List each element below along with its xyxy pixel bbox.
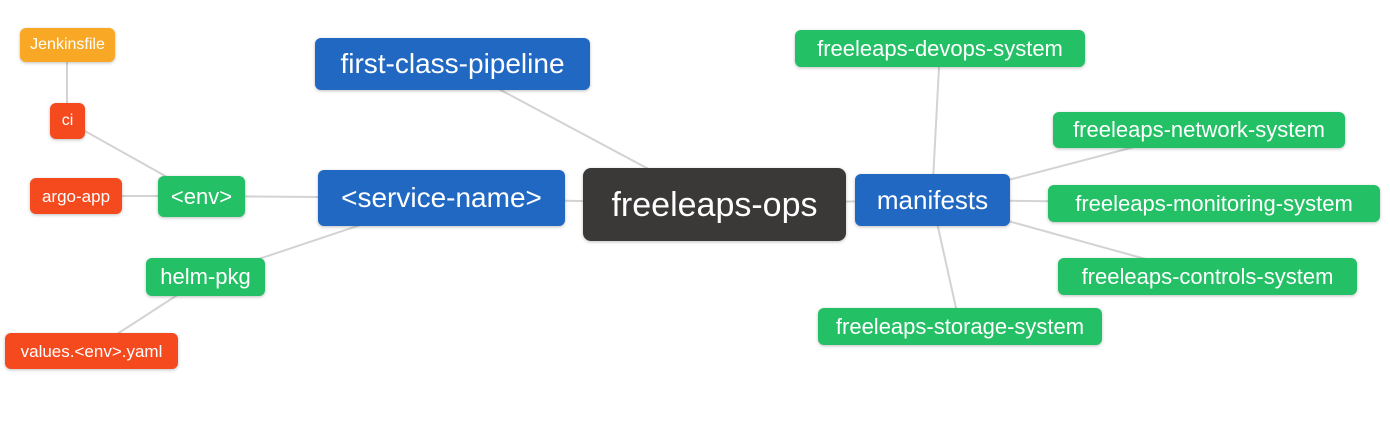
node-values-env-yaml[interactable]: values.<env>.yaml xyxy=(5,333,178,369)
node-freeleaps-controls-system[interactable]: freeleaps-controls-system xyxy=(1058,258,1357,295)
node-freeleaps-devops-system[interactable]: freeleaps-devops-system xyxy=(795,30,1085,67)
node-argo-app[interactable]: argo-app xyxy=(30,178,122,214)
node-ci[interactable]: ci xyxy=(50,103,85,139)
node-freeleaps-network-system[interactable]: freeleaps-network-system xyxy=(1053,112,1345,148)
node-freeleaps-storage-system[interactable]: freeleaps-storage-system xyxy=(818,308,1102,345)
node-freeleaps-monitoring-system[interactable]: freeleaps-monitoring-system xyxy=(1048,185,1380,222)
node-jenkinsfile[interactable]: Jenkinsfile xyxy=(20,28,115,62)
node-manifests[interactable]: manifests xyxy=(855,174,1010,226)
node-freeleaps-ops-root[interactable]: freeleaps-ops xyxy=(583,168,846,241)
node-service-name[interactable]: <service-name> xyxy=(318,170,565,226)
node-first-class-pipeline[interactable]: first-class-pipeline xyxy=(315,38,590,90)
node-env[interactable]: <env> xyxy=(158,176,245,217)
node-helm-pkg[interactable]: helm-pkg xyxy=(146,258,265,296)
